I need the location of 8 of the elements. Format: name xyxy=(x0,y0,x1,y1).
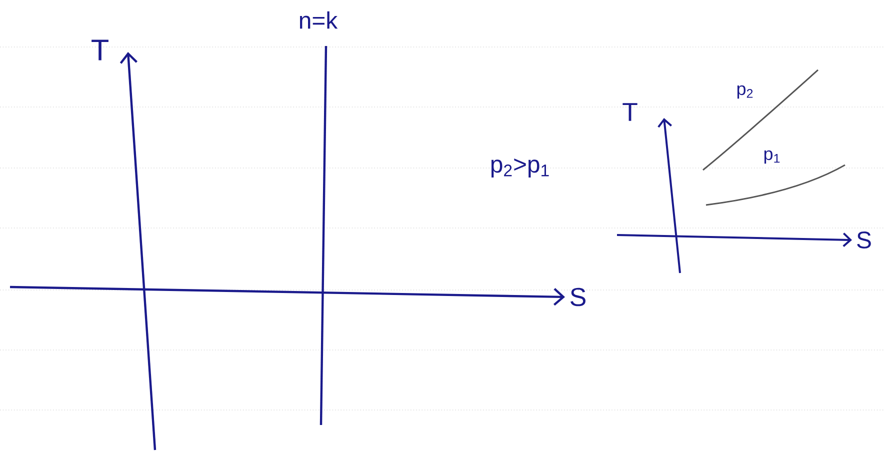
axis-label: p$_{2}$ xyxy=(737,85,753,99)
axis-label: T xyxy=(92,40,108,60)
axis-label: S xyxy=(570,288,586,306)
axis-label: S xyxy=(857,232,871,248)
axis-label: n=k xyxy=(300,11,338,29)
axis-label: p$_{2}$>p$_{1}$ xyxy=(491,158,549,178)
axis-label: T xyxy=(622,103,638,121)
axis-label: p$_{1}$ xyxy=(764,150,780,164)
